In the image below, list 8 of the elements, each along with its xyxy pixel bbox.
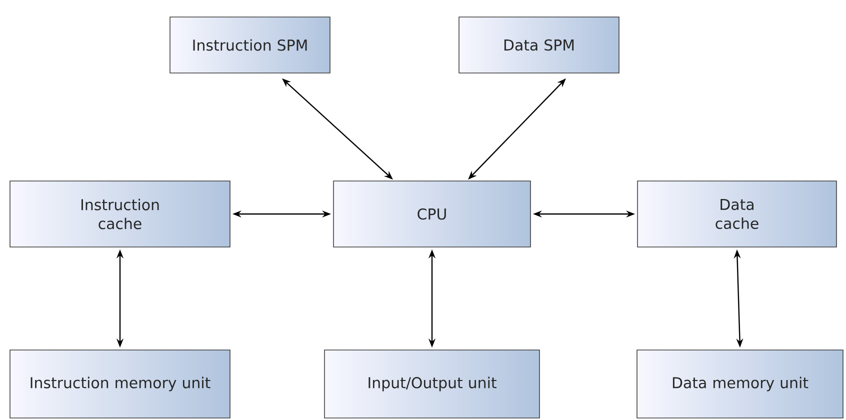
process-box: Instruction cache (10, 180, 230, 248)
process-box: Data memory unit (636, 350, 844, 418)
process-box: Data SPM (458, 16, 620, 74)
process-box: Input/Output unit (324, 350, 540, 418)
process-box: Instruction memory unit (10, 350, 230, 418)
process-box: Instruction SPM (170, 16, 330, 74)
process-box: CPU (333, 180, 531, 248)
process-box: Data cache (637, 180, 837, 248)
